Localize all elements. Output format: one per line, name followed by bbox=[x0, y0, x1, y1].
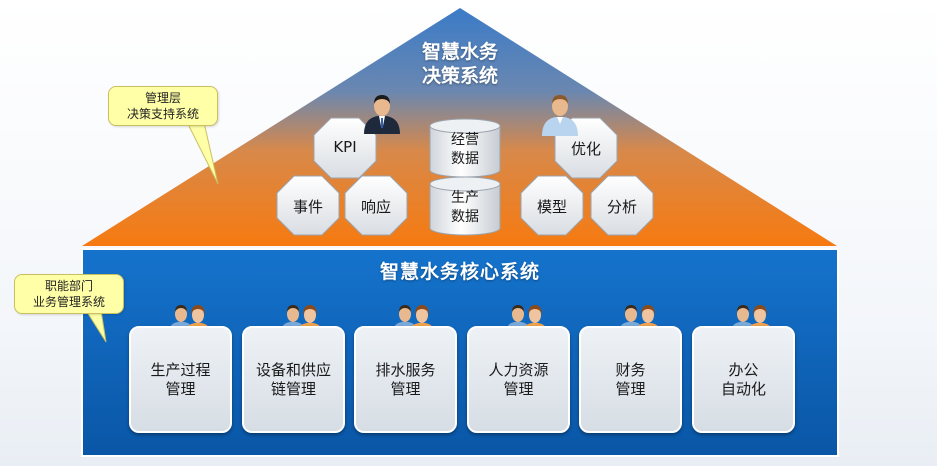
module-label-line2: 管理 bbox=[503, 379, 534, 398]
decision-system-title-line2: 决策系统 bbox=[421, 65, 498, 87]
management-callout-line1: 管理层 bbox=[144, 91, 181, 105]
decision-system-title: 智慧水务 决策系统 bbox=[360, 40, 560, 88]
optimize-label: 优化 bbox=[570, 140, 601, 158]
model-octagon bbox=[520, 175, 584, 236]
module-office-automation: 办公自动化 bbox=[692, 326, 795, 433]
department-callout-line2: 业务管理系统 bbox=[32, 295, 105, 309]
module-label-line2: 链管理 bbox=[270, 379, 316, 398]
core-system-title: 智慧水务核心系统 bbox=[379, 261, 540, 283]
response-octagon bbox=[344, 175, 408, 236]
management-callout-line2: 决策支持系统 bbox=[126, 107, 199, 121]
production-data-line2: 数据 bbox=[451, 209, 479, 225]
analyst-person-icon bbox=[542, 95, 578, 136]
module-label-line1: 生产过程 bbox=[150, 360, 211, 379]
operations-data-line1: 经营 bbox=[451, 132, 479, 148]
production-data-cylinder bbox=[429, 176, 501, 236]
module-production-process: 生产过程管理 bbox=[129, 326, 232, 433]
department-callout-line1: 职能部门 bbox=[44, 279, 93, 293]
executive-person-icon bbox=[364, 95, 400, 134]
module-label-line2: 管理 bbox=[615, 379, 646, 398]
module-label-line1: 财务 bbox=[615, 360, 646, 379]
decision-system-title-line1: 智慧水务 bbox=[421, 41, 498, 63]
department-callout: 职能部门 业务管理系统 bbox=[14, 274, 124, 314]
module-label-line2: 管理 bbox=[165, 379, 196, 398]
response-label: 响应 bbox=[360, 198, 391, 216]
module-label-line1: 办公 bbox=[728, 360, 759, 379]
analysis-label: 分析 bbox=[606, 198, 637, 216]
operations-data-line2: 数据 bbox=[451, 151, 479, 167]
event-label: 事件 bbox=[292, 198, 323, 216]
kpi-label: KPI bbox=[333, 138, 357, 156]
module-label-line1: 设备和供应 bbox=[255, 360, 331, 379]
analysis-octagon bbox=[590, 175, 654, 236]
module-finance: 财务管理 bbox=[579, 326, 682, 433]
management-callout: 管理层 决策支持系统 bbox=[108, 86, 218, 126]
decision-octagons bbox=[276, 117, 654, 236]
module-label-line2: 自动化 bbox=[720, 379, 766, 398]
module-equipment-supply-chain: 设备和供应链管理 bbox=[242, 326, 345, 433]
module-human-resources: 人力资源管理 bbox=[467, 326, 570, 433]
operations-data-label: 经营 数据 bbox=[429, 131, 501, 169]
production-data-line1: 生产 bbox=[451, 190, 479, 206]
kpi-octagon bbox=[313, 117, 377, 179]
module-drainage-service: 排水服务管理 bbox=[354, 326, 457, 433]
operations-data-cylinder bbox=[429, 118, 501, 178]
module-label-line2: 管理 bbox=[390, 379, 421, 398]
event-octagon bbox=[276, 175, 340, 236]
model-label: 模型 bbox=[536, 198, 567, 216]
module-label-line1: 人力资源 bbox=[488, 360, 549, 379]
module-label-line1: 排水服务 bbox=[375, 360, 436, 379]
production-data-label: 生产 数据 bbox=[429, 189, 501, 227]
